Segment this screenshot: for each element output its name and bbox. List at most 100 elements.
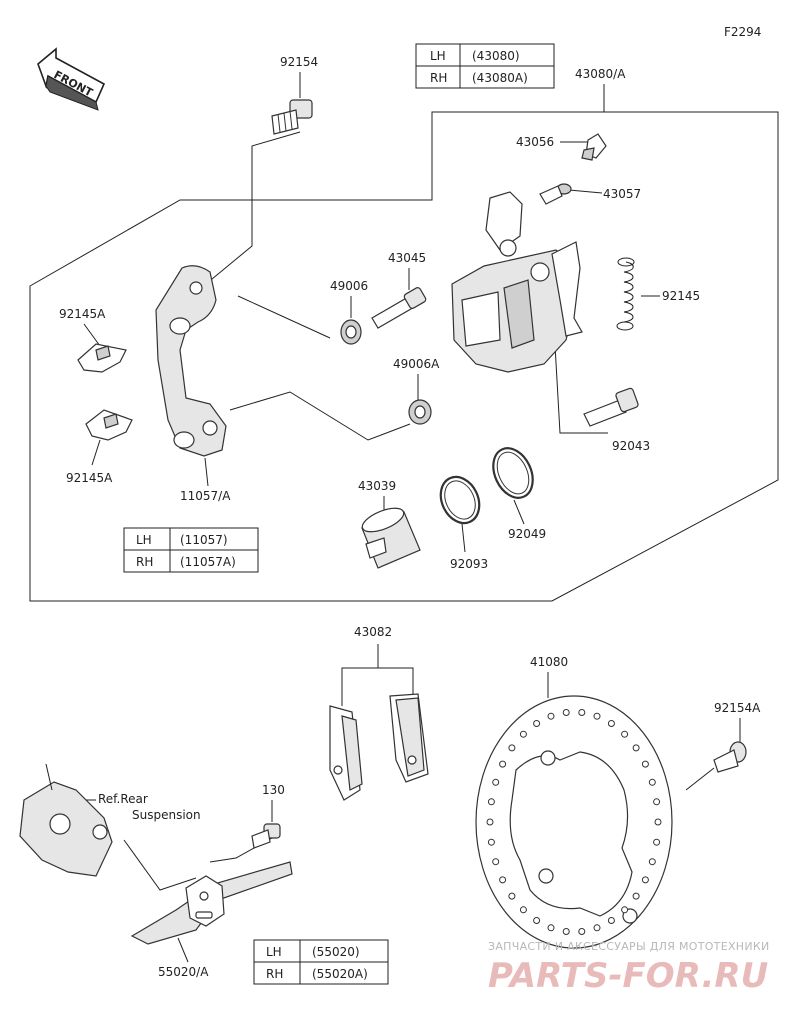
disc-hole	[486, 818, 494, 826]
disc-hole	[519, 906, 527, 914]
disc-hole	[492, 858, 500, 866]
disc-hole	[621, 906, 629, 914]
disc-hole	[632, 892, 640, 900]
rear-suspension-ref-icon	[19, 763, 113, 877]
svg-text:LH: LH	[266, 945, 282, 959]
svg-text:(11057): (11057)	[180, 533, 228, 547]
boot-49006a-icon	[408, 399, 432, 425]
caliper-body-43080-icon	[451, 191, 583, 373]
label-11057: 11057/A	[180, 489, 231, 503]
disc-hole	[533, 917, 541, 924]
disc-hole	[508, 744, 516, 752]
label-92145a-top: 92145A	[59, 307, 106, 321]
seal-92049-icon	[492, 447, 534, 499]
label-43045: 43045	[388, 251, 426, 265]
disc-hole	[499, 876, 507, 884]
svg-text:(43080): (43080)	[472, 49, 520, 63]
disc-hole	[487, 798, 495, 806]
piston-43039-icon	[361, 507, 421, 569]
disc-hole	[648, 778, 656, 786]
disc-vent-holes	[486, 709, 662, 935]
guard-side-table: LH (55020) RH (55020A)	[253, 939, 389, 985]
disc-hole	[487, 838, 495, 846]
disc-hole	[654, 818, 662, 826]
svg-text:RH: RH	[266, 967, 283, 981]
watermark-logo: PARTS-FOR.RU	[488, 956, 768, 996]
caliper-assembly-boundary	[29, 111, 779, 602]
disc-hole	[621, 730, 629, 738]
label-130: 130	[262, 783, 285, 797]
svg-text:LH: LH	[136, 533, 152, 547]
seal-92093-icon	[439, 475, 481, 525]
disc-hole	[653, 838, 661, 846]
guard-55020-icon	[130, 861, 293, 945]
svg-text:RH: RH	[136, 555, 153, 569]
label-92093: 92093	[450, 557, 488, 571]
label-92043: 92043	[612, 439, 650, 453]
label-92049: 92049	[508, 527, 546, 541]
disc-hole	[578, 928, 586, 935]
disc-hole	[653, 798, 661, 806]
label-43082: 43082	[354, 625, 392, 639]
disc-hole	[607, 917, 615, 924]
svg-text:LH: LH	[430, 49, 446, 63]
front-arrow-icon: FRONT	[37, 47, 106, 111]
label-43080: 43080/A	[575, 67, 626, 81]
label-92154: 92154	[280, 55, 318, 69]
label-41080: 41080	[530, 655, 568, 669]
svg-text:(55020A): (55020A)	[312, 967, 368, 981]
label-ref-suspension: Suspension	[132, 808, 201, 822]
bolt-92154-icon	[271, 99, 313, 135]
disc-hole	[499, 760, 507, 768]
disc-hole	[632, 744, 640, 752]
disc-hole	[519, 730, 527, 738]
label-92154a: 92154A	[714, 701, 761, 715]
disc-hole	[641, 876, 649, 884]
figure-code: F2294	[724, 25, 761, 39]
leader-lines	[68, 72, 741, 963]
label-43039: 43039	[358, 479, 396, 493]
disc-hole	[607, 720, 615, 727]
brake-disc-41080-icon	[475, 695, 673, 949]
pad-clip-92145a-top-icon	[77, 343, 127, 373]
watermark-subtitle: ЗАПЧАСТИ И АКСЕССУАРЫ ДЛЯ МОТОТЕХНИКИ	[488, 940, 770, 953]
pad-clip-92145a-bottom-icon	[85, 409, 133, 441]
label-ref-rear: Ref.Rear	[98, 792, 148, 806]
disc-hole	[641, 760, 649, 768]
svg-text:RH: RH	[430, 71, 447, 85]
label-43057: 43057	[603, 187, 641, 201]
bleeder-43056-icon	[581, 133, 607, 161]
label-55020: 55020/A	[158, 965, 209, 979]
disc-hole	[508, 892, 516, 900]
caliper-side-table: LH (43080) RH (43080A)	[415, 43, 555, 89]
disc-hole	[492, 778, 500, 786]
bolt-130-icon	[251, 823, 281, 849]
boot-49006-icon	[340, 319, 362, 345]
bolt-92154a-icon	[713, 741, 747, 773]
pin-bolt-92043-icon	[583, 387, 639, 427]
label-92145a-bottom: 92145A	[66, 471, 113, 485]
pin-43045-icon	[371, 287, 427, 329]
svg-text:(11057A): (11057A)	[180, 555, 236, 569]
cap-43057-icon	[539, 183, 572, 205]
disc-hole	[547, 712, 555, 720]
label-43056: 43056	[516, 135, 554, 149]
label-49006: 49006	[330, 279, 368, 293]
disc-hole	[562, 928, 570, 935]
svg-text:(55020): (55020)	[312, 945, 360, 959]
disc-hole	[562, 709, 570, 716]
label-92145: 92145	[662, 289, 700, 303]
disc-hole	[533, 720, 541, 727]
disc-hole	[648, 858, 656, 866]
spring-92145-icon	[616, 257, 635, 331]
caliper-bracket-11057-icon	[155, 265, 227, 457]
svg-text:(43080A): (43080A)	[472, 71, 528, 85]
brake-pads-43082-icon	[329, 693, 429, 801]
bracket-side-table: LH (11057) RH (11057A)	[123, 527, 259, 573]
disc-hole	[547, 924, 555, 932]
label-49006a: 49006A	[393, 357, 440, 371]
disc-hole	[578, 709, 586, 716]
disc-hole	[593, 924, 601, 932]
disc-hole	[593, 712, 601, 720]
